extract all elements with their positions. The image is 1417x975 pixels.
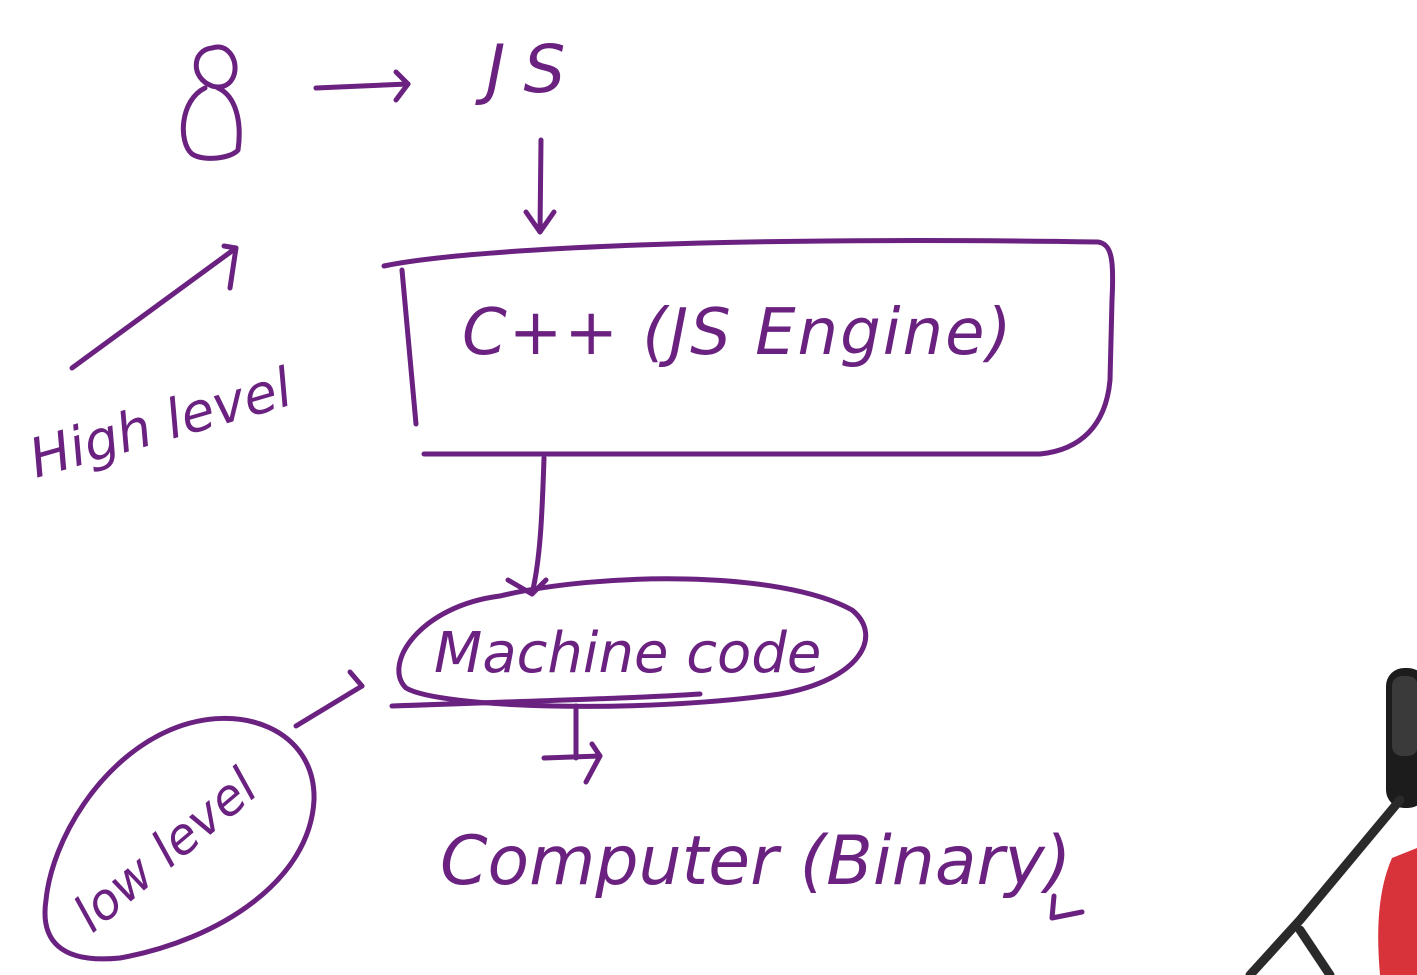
person-icon (180, 44, 242, 161)
engine-label: C++ (JS Engine) (462, 296, 1013, 370)
machine-code-ellipse (396, 576, 869, 709)
js-label: JS (475, 31, 583, 108)
low-level-ellipse (42, 715, 317, 962)
computer-closing-paren-tail (1049, 893, 1085, 921)
arrow-engine-to-machine-code (505, 455, 549, 597)
microphone-stand-leg (1295, 925, 1335, 975)
arrow-js-to-engine (523, 137, 557, 235)
arrow-machine-code-to-computer (541, 703, 603, 785)
engine-box (381, 238, 1116, 457)
low-level-connector (293, 669, 365, 729)
presenter-shoulder (1378, 848, 1417, 975)
microphone-grille (1392, 676, 1417, 756)
high-level-arrow (69, 243, 239, 371)
computer-label: Computer (Binary) (440, 822, 1071, 901)
arrow-person-to-js (313, 69, 411, 103)
microphone-stand (1245, 795, 1405, 975)
machine-code-underline (389, 691, 703, 709)
microphone-icon (1245, 668, 1417, 975)
high-level-label: High level (22, 356, 299, 491)
machine-code-label: Machine code (434, 621, 821, 686)
